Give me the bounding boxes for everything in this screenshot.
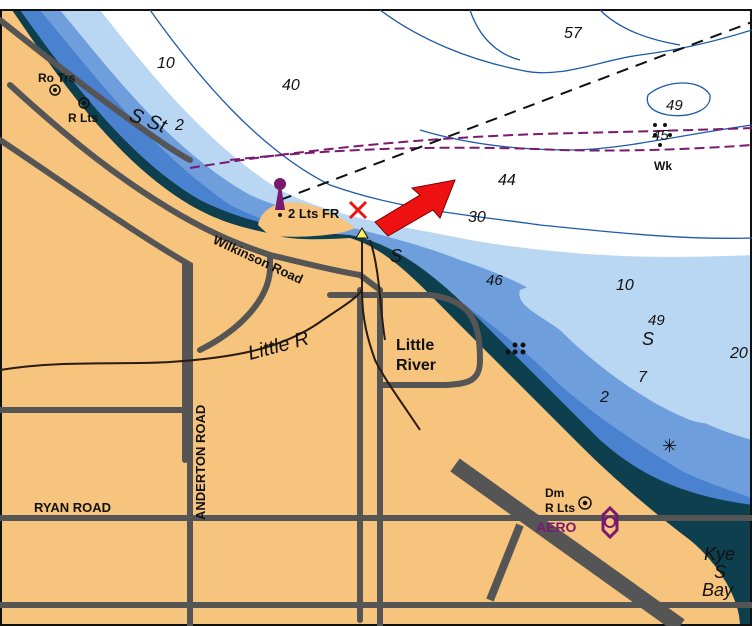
depth-45: 45 (652, 127, 669, 144)
chart-frame (0, 9, 752, 626)
depth-30: 30 (468, 209, 486, 226)
depth-2-right: 2 (599, 389, 609, 406)
depth-57: 57 (564, 25, 583, 42)
roads (0, 17, 752, 626)
depth-49-right: 49 (648, 312, 665, 329)
depth-40: 40 (282, 77, 300, 94)
depth-7: 7 (638, 369, 648, 386)
depth-2-left: 2 (174, 117, 184, 134)
label-dm: Dm (545, 486, 564, 500)
label-s-right: S (642, 329, 654, 349)
label-little-river-1: Little (396, 337, 434, 354)
label-aero: AERO (536, 519, 577, 535)
headland (258, 202, 355, 237)
triangle-marker (355, 227, 369, 239)
label-wk: Wk (654, 159, 672, 173)
shoreline-dots (505, 123, 672, 355)
aero-beacon-icon (601, 505, 619, 540)
airport-runways (450, 458, 685, 626)
depth-10-top: 10 (157, 55, 175, 72)
shallow-patch (519, 277, 752, 424)
label-kye-s: S (714, 562, 726, 582)
tower-symbol-left (49, 84, 90, 109)
label-ro-trs: Ro Trs (38, 71, 76, 85)
label-anderton-road: ANDERTON ROAD (193, 405, 208, 520)
depth-10-right: 10 (616, 277, 634, 294)
red-arrow-icon (374, 179, 456, 237)
label-r-lts-left: R Lts (68, 111, 98, 125)
label-lights: 2 Lts FR (288, 206, 340, 221)
x-mark (348, 200, 368, 220)
tower-symbol-right (578, 496, 592, 510)
depth-44: 44 (498, 172, 516, 189)
label-kye: Kye (704, 544, 735, 564)
label-ryan-road: RYAN ROAD (34, 500, 111, 515)
label-bay: Bay (702, 580, 734, 600)
label-s-channel: S (390, 246, 402, 266)
submarine-cable (189, 127, 752, 169)
river (0, 239, 421, 431)
label-r-lts-right: R Lts (545, 501, 575, 515)
land-mass (0, 10, 740, 626)
depth-46: 46 (486, 272, 503, 289)
label-little-river-2: River (396, 357, 436, 374)
light-marker[interactable] (274, 178, 286, 210)
depth-20-edge: 20 (729, 345, 748, 362)
depth-49-top: 49 (666, 97, 683, 114)
range-line (279, 21, 752, 201)
rock-symbol: ✳ (662, 436, 677, 456)
